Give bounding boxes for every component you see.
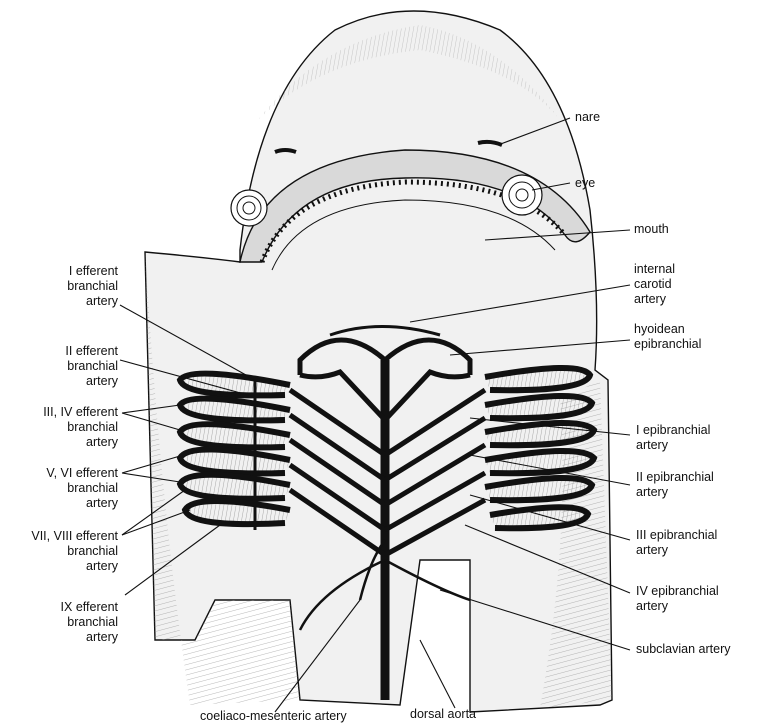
label-line: IX efferent [61,600,118,615]
label-ix-efferent: IX efferent branchial artery [61,600,118,645]
label-v-vi-efferent: V, VI efferent branchial artery [46,466,118,511]
label-line: artery [636,543,717,558]
label-i-epibranchial: I epibranchial artery [636,423,710,453]
label-line: branchial [43,420,118,435]
label-line: internal [634,262,675,277]
label-line: coeliaco-mesenteric artery [200,709,347,724]
label-line: artery [636,599,719,614]
label-line: artery [61,630,118,645]
label-line: I efferent [67,264,118,279]
nare-left [275,150,296,152]
label-line: artery [636,438,710,453]
label-line: subclavian artery [636,642,731,657]
label-i-efferent: I efferent branchial artery [67,264,118,309]
label-mouth-text: mouth [634,222,669,237]
label-line: artery [67,294,118,309]
label-iv-epibranchial: IV epibranchial artery [636,584,719,614]
eye-right [502,175,542,215]
label-line: III epibranchial [636,528,717,543]
label-iii-iv-efferent: III, IV efferent branchial artery [43,405,118,450]
label-nare-text: nare [575,110,600,125]
label-line: III, IV efferent [43,405,118,420]
label-line: branchial [46,481,118,496]
label-line: artery [634,292,675,307]
label-line: artery [43,435,118,450]
label-dorsal-aorta: dorsal aorta [410,707,476,722]
label-line: epibranchial [634,337,701,352]
label-line: branchial [31,544,118,559]
label-line: artery [46,496,118,511]
label-line: I epibranchial [636,423,710,438]
label-ii-epibranchial: II epibranchial artery [636,470,714,500]
label-line: IV epibranchial [636,584,719,599]
label-vii-viii-efferent: VII, VIII efferent branchial artery [31,529,118,574]
label-nare: nare [575,110,600,125]
label-eye-text: eye [575,176,595,191]
label-coeliaco-mesenteric: coeliaco-mesenteric artery [200,709,347,724]
label-line: hyoidean [634,322,701,337]
label-line: artery [65,374,118,389]
body-outline [145,11,612,712]
label-subclavian: subclavian artery [636,642,731,657]
label-line: artery [31,559,118,574]
eye-left [231,190,267,226]
label-line: carotid [634,277,675,292]
label-ii-efferent: II efferent branchial artery [65,344,118,389]
label-line: II epibranchial [636,470,714,485]
label-line: branchial [67,279,118,294]
label-line: artery [636,485,714,500]
label-line: dorsal aorta [410,707,476,722]
label-eye: eye [575,176,595,191]
label-internal-carotid: internal carotid artery [634,262,675,307]
label-mouth: mouth [634,222,669,237]
label-line: branchial [61,615,118,630]
label-line: II efferent [65,344,118,359]
label-line: V, VI efferent [46,466,118,481]
label-line: VII, VIII efferent [31,529,118,544]
label-hyoidean: hyoidean epibranchial [634,322,701,352]
label-line: branchial [65,359,118,374]
label-iii-epibranchial: III epibranchial artery [636,528,717,558]
